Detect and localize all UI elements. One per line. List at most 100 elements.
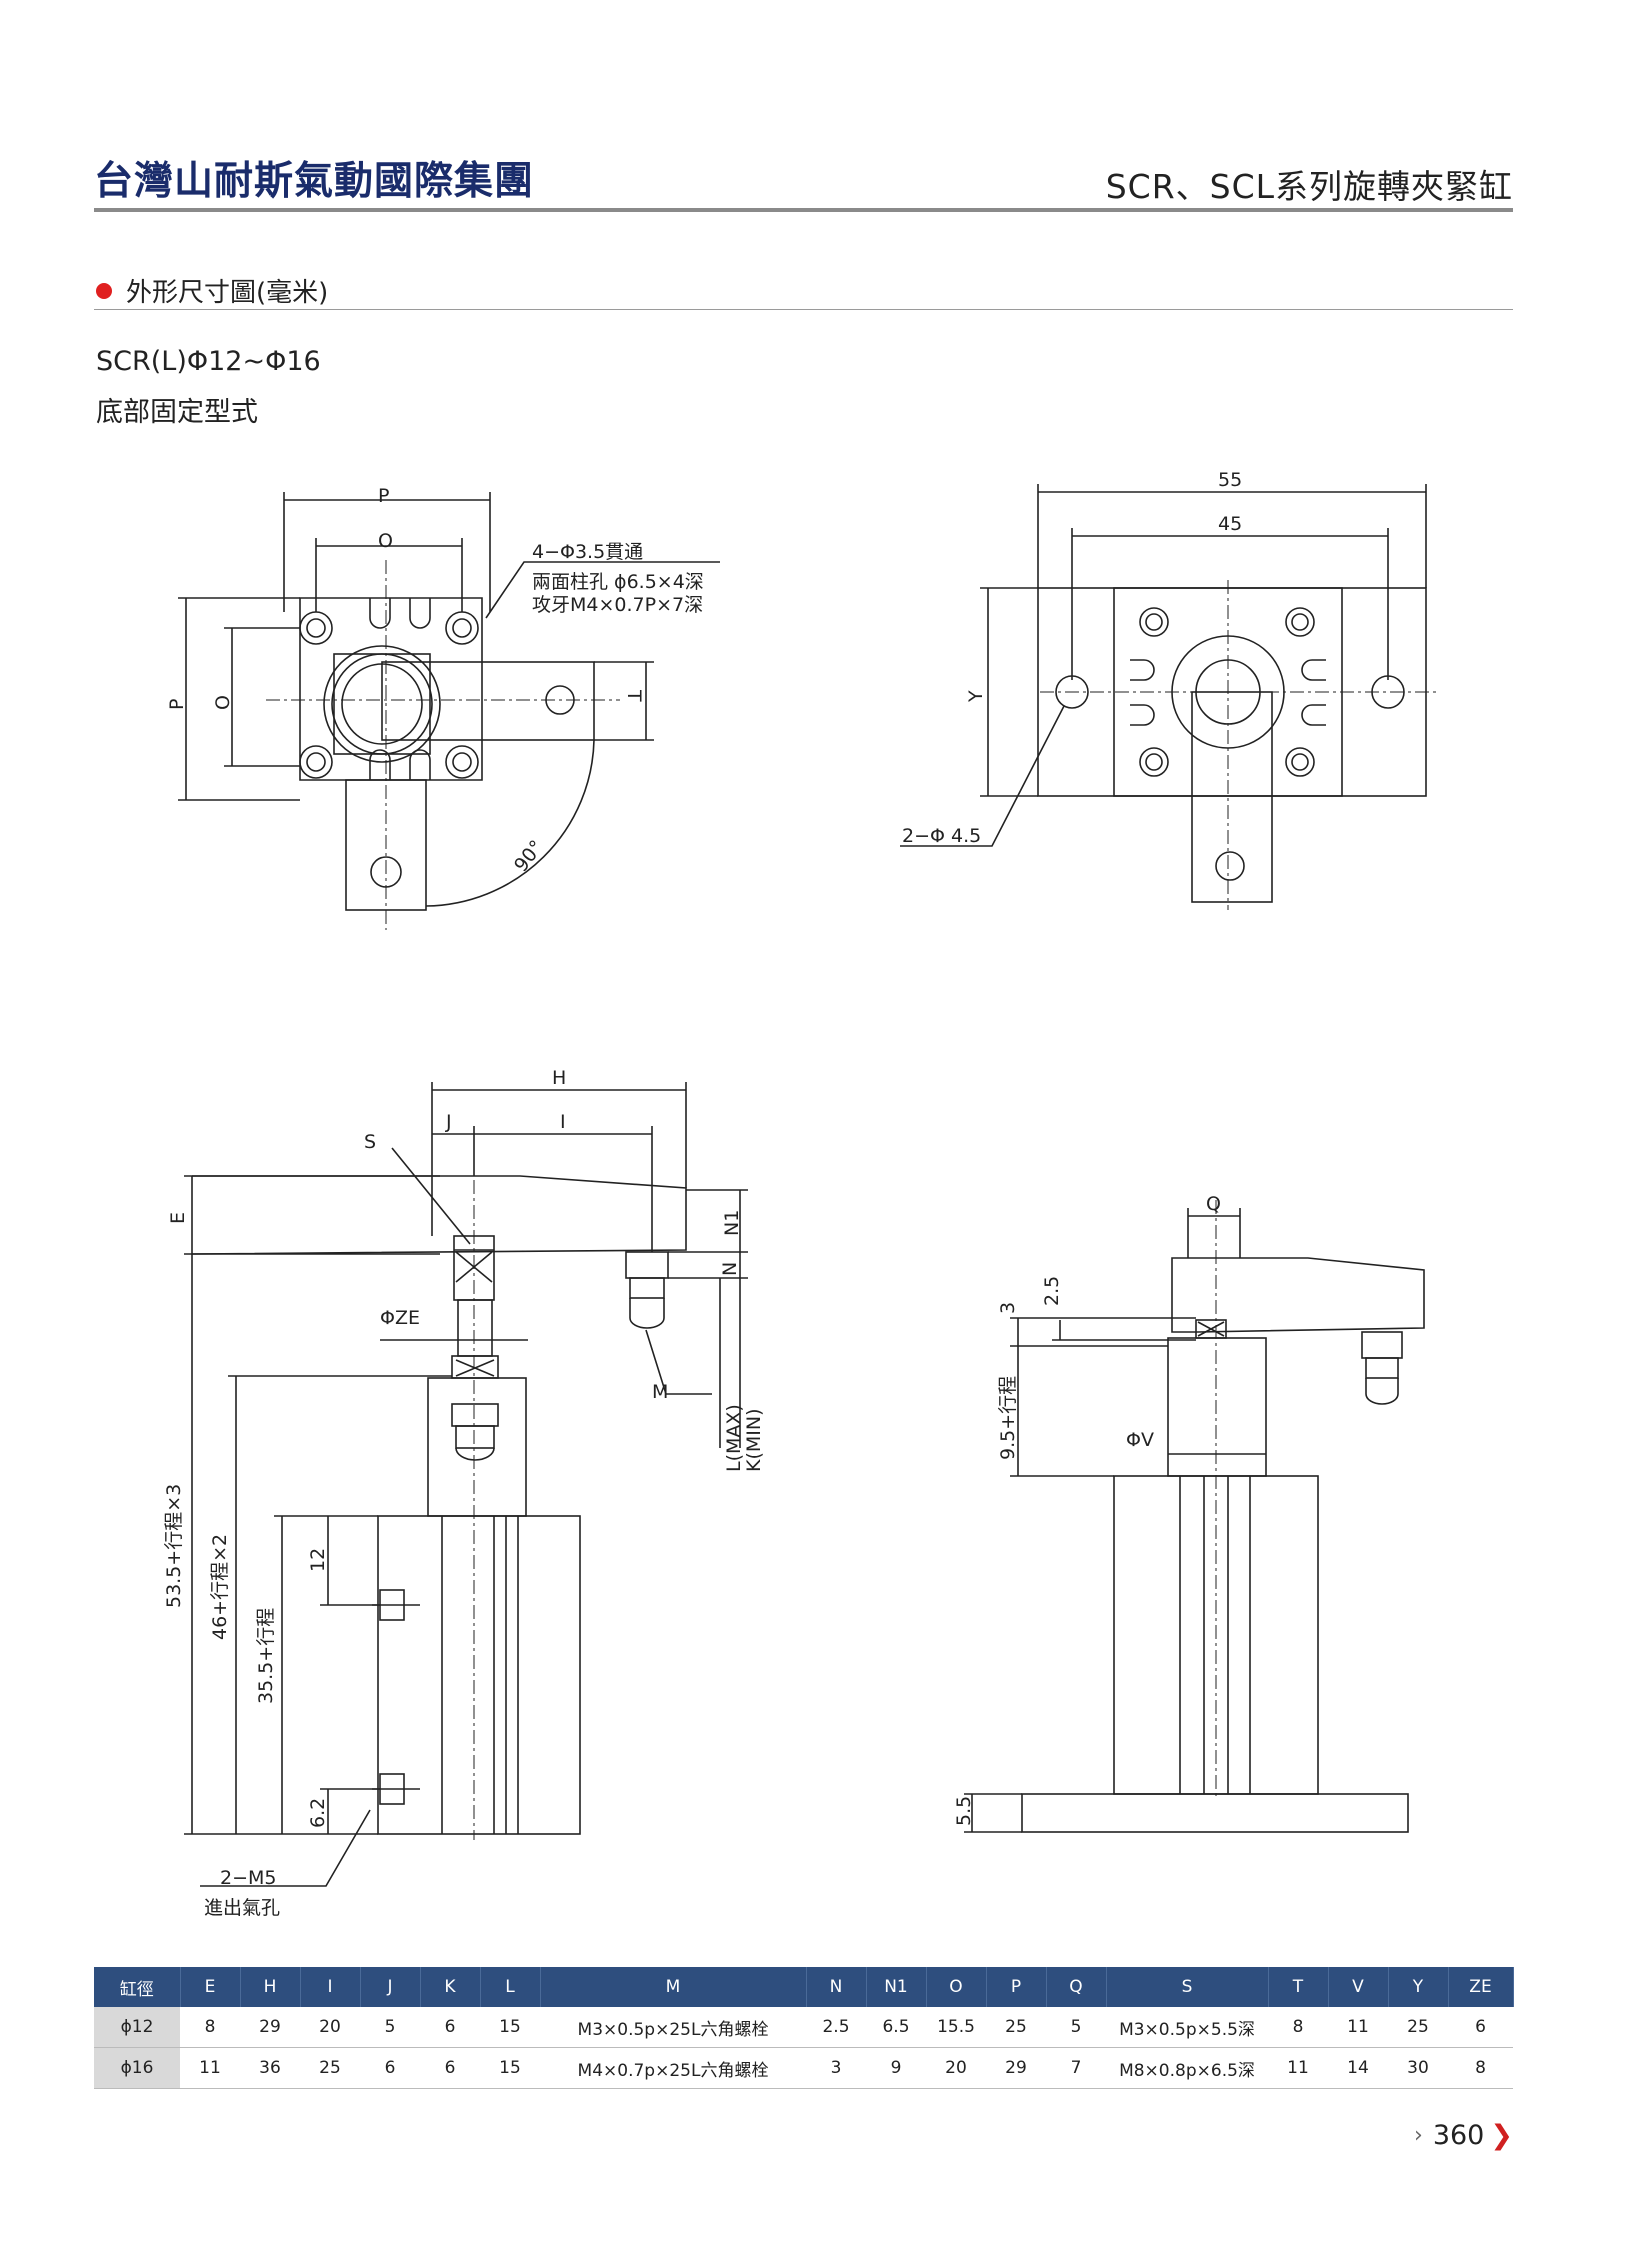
col-p: P [986,1967,1047,2007]
table-row: ϕ16 11 36 25 6 6 15 M4×0.7p×25L六角螺栓 3 9 … [94,2047,1513,2089]
dim-3: 3 [997,1302,1019,1314]
table-cell: 36 [240,2047,300,2089]
mount-type: 底部固定型式 [96,397,258,428]
table-cell: 8 [1268,2007,1328,2048]
table-cell: M4×0.7p×25L六角螺栓 [540,2047,806,2089]
table-cell: 8 [180,2007,240,2048]
table-cell: 6.5 [866,2007,926,2048]
port-label-1: 2−M5 [220,1867,277,1889]
table-cell: 25 [300,2047,360,2089]
table-cell: 29 [986,2047,1046,2089]
dim-q: Q [1206,1193,1221,1215]
dim-ze: ΦZE [380,1307,420,1329]
table-cell: 15.5 [926,2007,986,2048]
col-n: N [806,1967,867,2007]
spec-table: 缸徑 E H I J K L M N N1 O P Q S T V Y ZE ϕ… [94,1967,1514,2089]
side-view-drawing [184,1082,748,1887]
series-title: SCR、SCL系列旋轉夾緊缸 [1105,167,1513,206]
page-number: › 360 ❯ [1414,2120,1513,2151]
table-cell: ϕ12 [94,2007,180,2048]
dim-6-2: 6.2 [307,1798,329,1828]
dim-2-5: 2.5 [1041,1276,1063,1306]
dim-l: L(MAX) [723,1404,745,1472]
hole-note-1: 4−Φ3.5貫通 [532,541,643,563]
table-cell: M3×0.5p×25L六角螺栓 [540,2007,806,2048]
table-cell: 15 [480,2047,540,2089]
col-m: M [540,1967,807,2007]
hole-count-label: 2−Φ 4.5 [902,825,981,847]
dim-j: J [445,1111,452,1133]
table-cell: 20 [300,2007,360,2048]
dim-n1: N1 [721,1210,743,1236]
company-name: 台灣山耐斯氣動國際集團 [94,158,535,204]
table-cell: 3 [806,2047,866,2089]
dim-v: ΦV [1126,1429,1154,1451]
bullet-icon [96,282,112,299]
table-cell: 5 [1046,2007,1106,2048]
dim-55: 55 [1218,469,1242,491]
model-name: SCR(L)Φ12~Φ16 [96,346,321,377]
table-cell: 20 [926,2047,986,2089]
port-label-2: 進出氣孔 [204,1897,280,1919]
header-divider [94,208,1513,212]
col-n1: N1 [866,1967,927,2007]
section-divider [94,309,1513,310]
table-cell: 9 [866,2047,926,2089]
table-cell: 8 [1448,2047,1513,2089]
section-heading: 外形尺寸圖(毫米) [96,272,328,309]
col-s: S [1106,1967,1269,2007]
angle-label: 90° [510,836,548,876]
col-k: K [420,1967,481,2007]
col-e: E [180,1967,241,2007]
dim-k: K(MIN) [743,1409,765,1473]
table-cell: 15 [480,2007,540,2048]
dim-p-top: P [378,485,389,507]
table-cell: 5 [360,2007,420,2048]
top-view-drawing [178,492,720,930]
table-cell: M3×0.5p×5.5深 [1106,2007,1268,2048]
dim-e: E [167,1212,189,1224]
dim-53-5: 53.5+行程×3 [163,1484,185,1608]
front-view-drawing [964,1200,1425,1833]
arrow-right-icon: ❯ [1490,2120,1513,2151]
col-h: H [240,1967,301,2007]
col-o: O [926,1967,987,2007]
table-cell: 30 [1388,2047,1448,2089]
dim-o-side: O [212,695,234,710]
table-cell: 6 [420,2007,480,2048]
col-t: T [1268,1967,1329,2007]
table-cell: 25 [1388,2007,1448,2048]
flange-view-drawing [900,484,1440,910]
dim-h: H [552,1067,566,1089]
dim-12: 12 [307,1548,329,1572]
table-row: ϕ12 8 29 20 5 6 15 M3×0.5p×25L六角螺栓 2.5 6… [94,2007,1513,2048]
table-header-row: 缸徑 E H I J K L M N N1 O P Q S T V Y ZE [94,1967,1514,2007]
dim-o-top: O [378,530,393,552]
table-cell: 6 [1448,2007,1513,2048]
table-cell: 14 [1328,2047,1388,2089]
col-ze: ZE [1448,1967,1514,2007]
table-cell: 25 [986,2007,1046,2048]
col-q: Q [1046,1967,1107,2007]
table-cell: 11 [1268,2047,1328,2089]
col-y: Y [1388,1967,1449,2007]
table-cell: ϕ16 [94,2047,180,2089]
col-l: L [480,1967,541,2007]
dim-n: N [719,1262,741,1276]
chevron-right-icon: › [1414,2123,1423,2148]
dim-9-5: 9.5+行程 [997,1376,1019,1460]
label-m: M [652,1381,668,1403]
page-number-value: 360 [1432,2120,1485,2151]
col-bore: 缸徑 [94,1967,181,2007]
dim-35-5: 35.5+行程 [255,1608,277,1704]
label-s: S [364,1131,376,1153]
dim-i: I [560,1111,566,1133]
hole-note-2: 兩面柱孔 ϕ6.5×4深 [532,571,704,593]
table-cell: 11 [1328,2007,1388,2048]
table-cell: 11 [180,2047,240,2089]
dim-p-side: P [166,699,188,710]
table-cell: 7 [1046,2047,1106,2089]
dim-y: Y [965,690,987,703]
table-cell: 29 [240,2007,300,2048]
